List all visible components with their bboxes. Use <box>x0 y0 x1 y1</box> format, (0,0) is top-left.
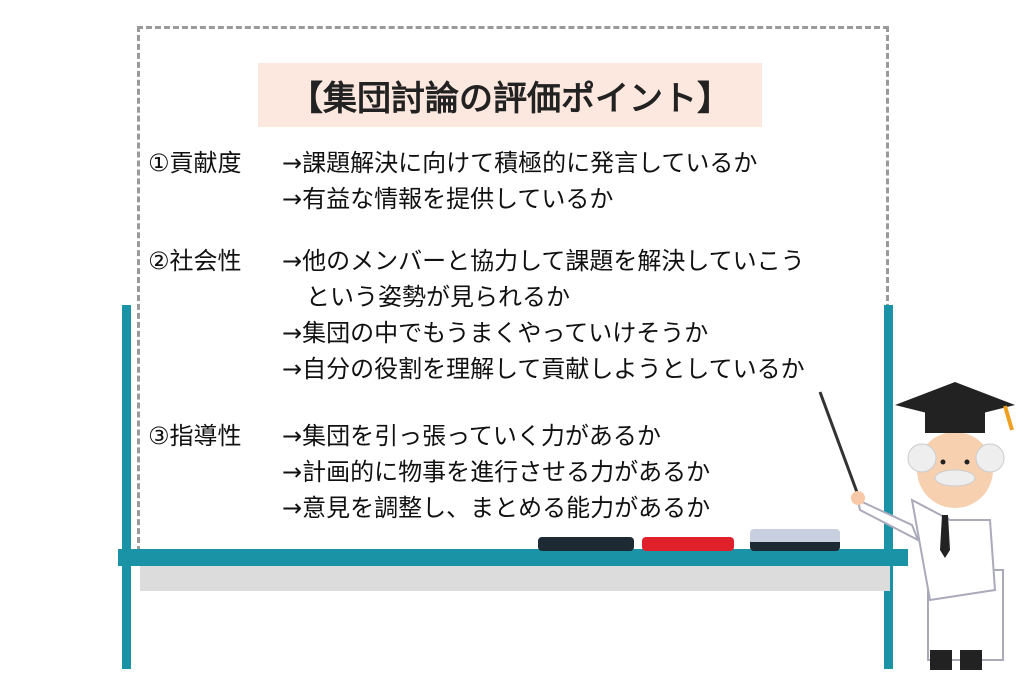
professor-illustration <box>818 382 1015 670</box>
section-label: ②社会性 <box>148 247 242 275</box>
eraser-icon <box>750 529 840 551</box>
whiteboard-ledge <box>140 566 890 591</box>
criteria-line: →集団を引っ張っていく力があるか <box>282 422 661 450</box>
section-label: ①貢献度 <box>148 149 242 177</box>
criteria-line: →自分の役割を理解して貢献しようとしているか <box>282 355 805 383</box>
criteria-line: →課題解決に向けて積極的に発言しているか <box>282 149 758 177</box>
criteria-line: →集団の中でもうまくやっていけそうか <box>282 319 709 347</box>
criteria-line: →他のメンバーと協力して課題を解決していこう <box>282 247 805 275</box>
criteria-line: →意見を調整し、まとめる能力があるか <box>282 494 711 522</box>
criteria-line: →有益な情報を提供しているか <box>282 185 614 213</box>
whiteboard-left-post <box>122 305 131 669</box>
graduation-cap-icon <box>895 382 1015 420</box>
whiteboard-right-post <box>884 305 893 669</box>
pointer-stick-icon <box>818 391 860 496</box>
red-marker-icon <box>642 537 734 551</box>
page-title: 【集団討論の評価ポイント】 <box>258 63 762 127</box>
criteria-line: →計画的に物事を進行させる力があるか <box>282 458 711 486</box>
whiteboard-tray <box>118 549 908 566</box>
black-marker-icon <box>538 537 634 551</box>
section-label: ③指導性 <box>148 422 242 450</box>
criteria-line: という姿勢が見られるか <box>282 283 570 311</box>
